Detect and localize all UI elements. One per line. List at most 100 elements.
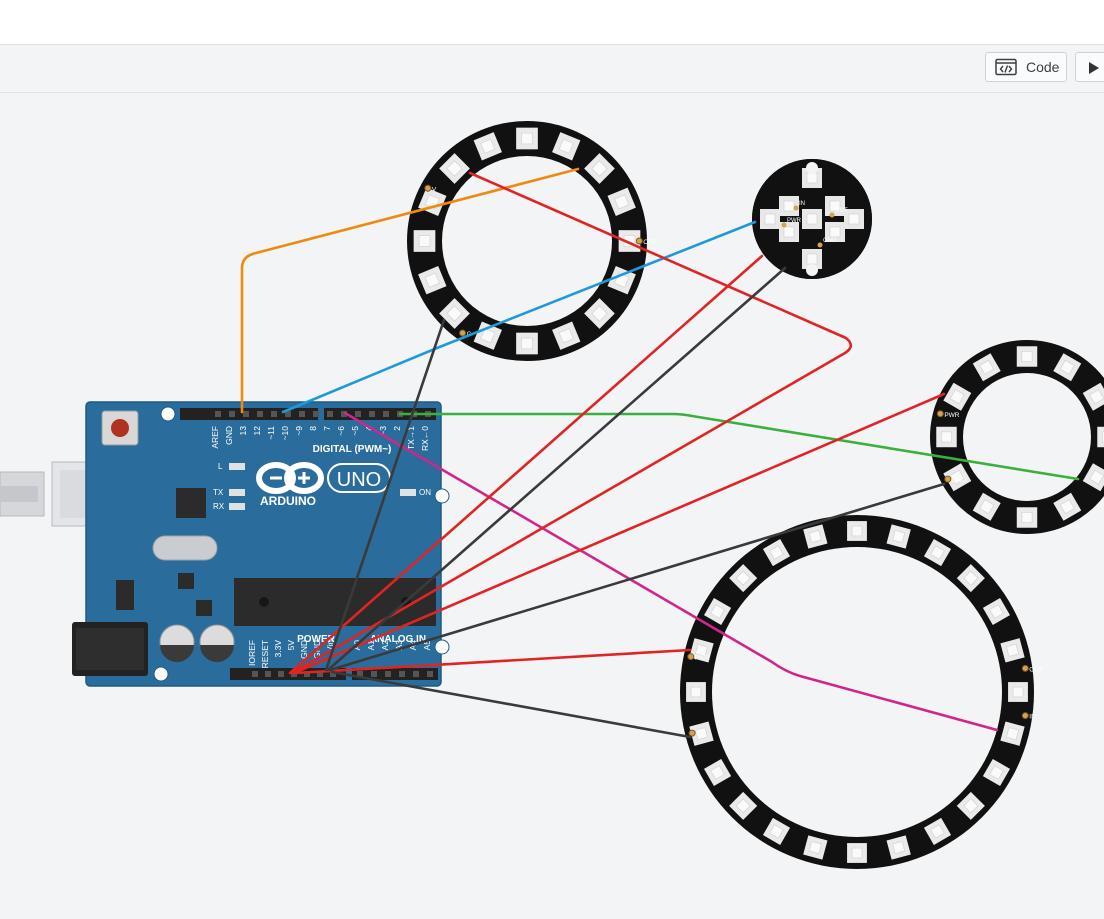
wire-red-2[interactable] [290,171,853,675]
analog-pin-socket[interactable] [399,671,405,677]
ring-pad[interactable] [459,329,467,337]
neopixel-led [516,127,538,150]
digital-pin-socket[interactable] [313,411,319,417]
digital-pin-socket[interactable] [299,411,305,417]
circuit-canvas[interactable]: ARDUINO UNO DIGITAL (PWM~) POWER ANALOG … [0,93,1104,919]
ring-pad[interactable] [687,653,695,661]
l-led-label: L [218,462,223,471]
small-chip [178,573,194,589]
ring-pin-label: OUT [835,208,848,214]
led-rx [229,503,245,510]
ring-pin-label: GND [823,238,837,244]
ring-pad[interactable] [635,237,643,245]
ring-pin-label: IN [799,201,805,207]
neopixel-led [418,266,447,295]
neopixel-led [607,187,636,216]
wire-red-3[interactable] [292,392,946,675]
wire-red-1[interactable] [288,254,764,675]
neopixel-led [886,524,911,549]
wire-black-1[interactable] [324,318,446,672]
digital-pin-socket[interactable] [271,411,277,417]
power-pin-label: RESET [260,640,270,668]
power-pin-socket[interactable] [330,671,336,677]
digital-pin-label: ~5 [350,426,360,436]
neopixel-led [982,597,1010,626]
code-button[interactable]: Code [985,52,1067,82]
neopixel-led [1097,426,1104,448]
digital-pin-label: GND [224,426,234,445]
digital-pin-label: AREF [210,426,220,449]
power-jack [72,622,148,676]
ring-pin-label: OUT [643,239,657,246]
power-pin-socket[interactable] [252,671,258,677]
digital-pin-socket[interactable] [355,411,361,417]
ring-pad[interactable] [936,410,944,418]
ring-pad[interactable] [424,184,432,192]
wire-green[interactable] [398,412,1080,481]
led-l [229,463,245,470]
ring-pin-label: PWR [695,655,710,662]
wire-blue[interactable] [281,220,757,414]
ring-pin-label: V [432,186,437,193]
transistor [196,600,212,616]
neopixel-led [982,758,1010,787]
neopixel-led [943,463,972,492]
digital-pin-socket[interactable] [369,411,375,417]
digital-pin-socket[interactable] [243,411,249,417]
digital-header-label: DIGITAL (PWM~) [313,444,392,455]
led-tx [229,489,245,496]
analog-header-label: ANALOG IN [370,634,426,645]
digital-pin-socket[interactable] [383,411,389,417]
digital-pin-socket[interactable] [215,411,221,417]
atmega-microcontroller [234,578,436,626]
ring-pad[interactable] [944,475,952,483]
ring-pin-label: PWR [944,412,959,419]
analog-pin-label: A3 [394,640,404,651]
power-pin-label: 3.3V [273,640,283,658]
ring-pad[interactable] [1021,712,1029,720]
neopixel-led [413,230,436,252]
neopixel-led [803,835,828,860]
analog-pin-socket[interactable] [413,671,419,677]
voltage-regulator [116,580,134,610]
digital-pin-label: 8 [308,426,318,431]
digital-pin-socket[interactable] [257,411,263,417]
digital-pin-label: 2 [392,426,402,431]
neopixel-led [886,835,911,860]
wire-black-4[interactable] [330,670,692,739]
neopixel-led [704,758,732,787]
digital-pin-socket[interactable] [341,411,347,417]
reset-button[interactable] [101,410,139,446]
neopixel-led [516,332,538,355]
power-pin-socket[interactable] [304,671,310,677]
digital-pin-socket[interactable] [327,411,333,417]
neopixel-led [552,321,581,350]
wire-red-4[interactable] [294,648,692,675]
start-simulation-button[interactable] [1075,52,1104,82]
neopixel-led [972,353,1001,382]
digital-pin-socket[interactable] [285,411,291,417]
digital-pin-socket[interactable] [229,411,235,417]
wire-black-2[interactable] [326,266,787,672]
on-led-label: ON [419,488,431,497]
digital-pin-label: 7 [322,426,332,431]
ring-pin-label: PWR [787,218,802,224]
wire-black-3[interactable] [328,482,946,672]
analog-pin-socket[interactable] [427,671,433,677]
power-pin-socket[interactable] [317,671,323,677]
wire-magenta[interactable] [343,411,999,732]
ring-pad[interactable] [1021,664,1029,672]
analog-pin-socket[interactable] [357,671,363,677]
neopixel-led [686,682,706,702]
neopixel-led [473,132,502,161]
neopixel-led [704,597,732,626]
ring-pad[interactable] [688,729,696,737]
analog-pin-socket[interactable] [385,671,391,677]
power-pin-socket[interactable] [278,671,284,677]
arduino-uno-board[interactable]: ARDUINO UNO DIGITAL (PWM~) POWER ANALOG … [72,401,450,687]
power-pin-socket[interactable] [265,671,271,677]
analog-pin-socket[interactable] [371,671,377,677]
wire-orange[interactable] [240,167,580,414]
